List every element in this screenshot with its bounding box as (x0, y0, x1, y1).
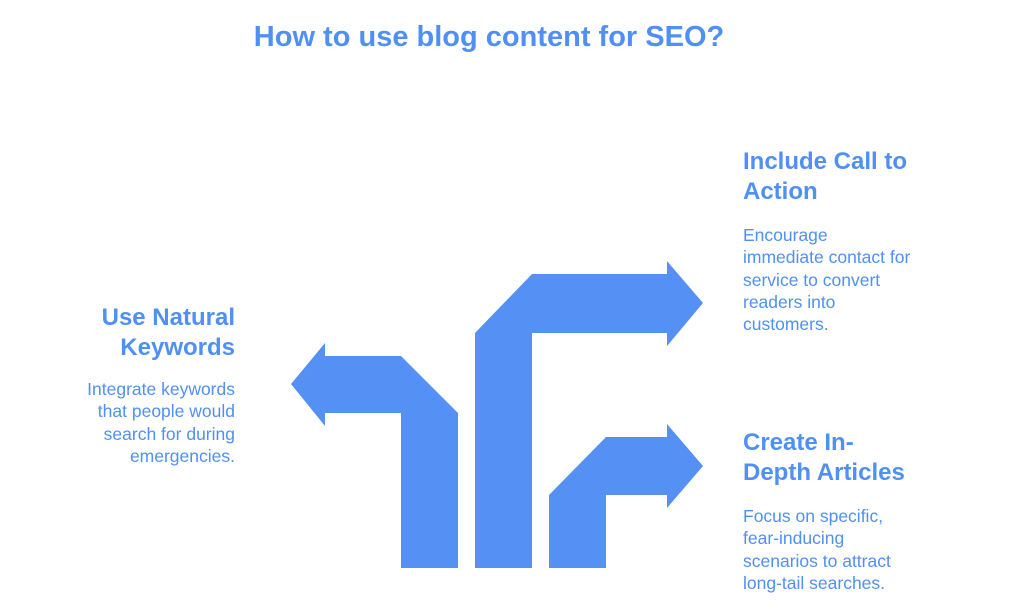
center-arrow-column (475, 333, 532, 568)
short-arrow-head (549, 424, 703, 508)
left-arrow-head (291, 343, 458, 426)
natural-keywords-description: Integrate keywords that people would sea… (87, 379, 235, 466)
in-depth-articles-block: Create In- Depth Articles Focus on speci… (743, 428, 943, 594)
center-arrow-head (475, 261, 703, 346)
left-arrow-column (401, 413, 458, 568)
in-depth-articles-description: Focus on specific, fear-inducing scenari… (743, 506, 891, 593)
center-arrow (475, 261, 703, 568)
call-to-action-description: Encourage immediate contact for service … (743, 225, 911, 335)
left-arrow (291, 343, 458, 568)
in-depth-articles-heading: Create In- Depth Articles (743, 429, 905, 486)
natural-keywords-heading: Use Natural Keywords (101, 304, 235, 361)
short-arrow (549, 424, 703, 568)
call-to-action-heading: Include Call to Action (743, 148, 908, 205)
short-arrow-column (549, 495, 606, 568)
call-to-action-block: Include Call to Action Encourage immedia… (743, 147, 943, 335)
natural-keywords-block: Use Natural Keywords Integrate keywords … (60, 303, 235, 467)
diagram-title: How to use blog content for SEO? (253, 21, 725, 53)
